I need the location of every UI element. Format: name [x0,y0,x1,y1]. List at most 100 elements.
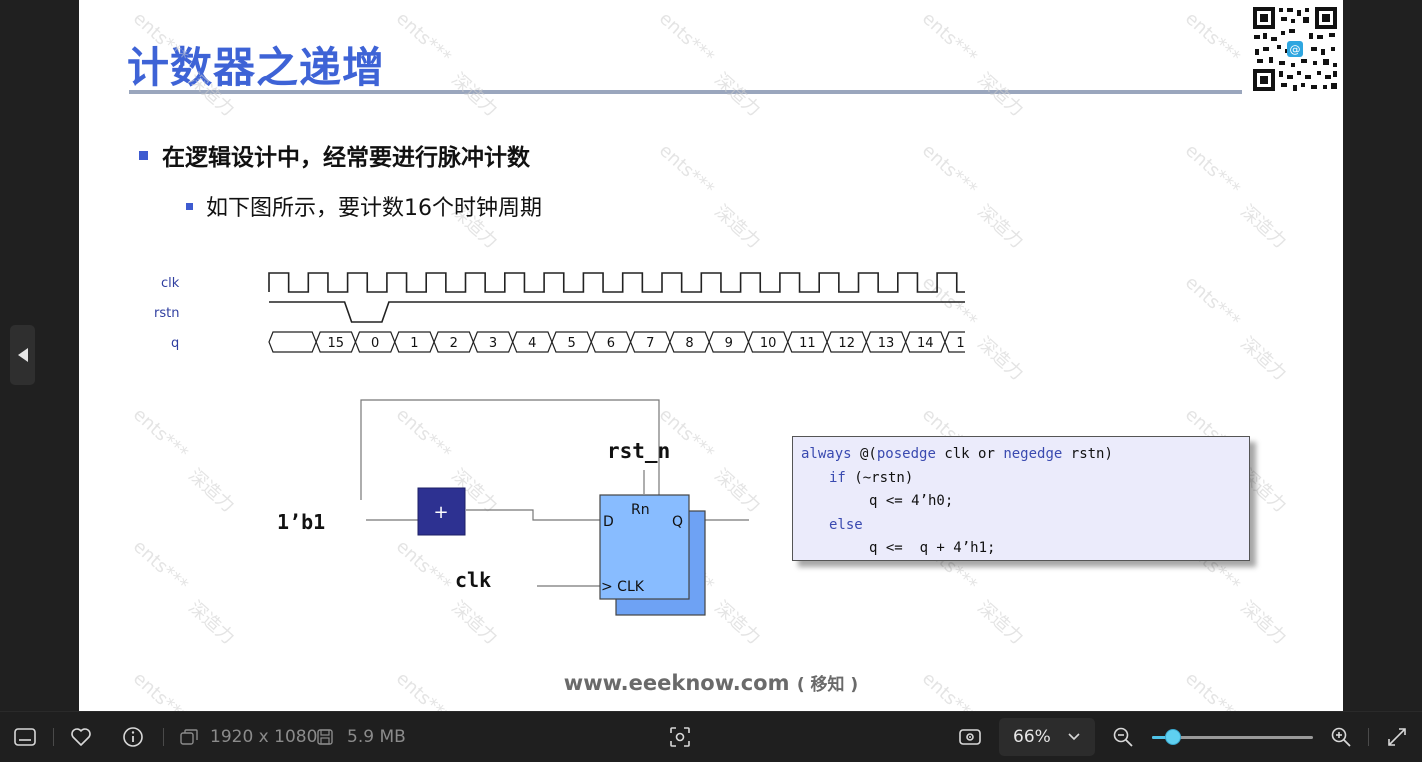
file-size: 5.9 MB [314,712,406,762]
scan-icon [669,726,691,748]
zoom-level-dropdown[interactable]: 66% [999,718,1095,756]
zoom-slider-fill [1152,736,1173,739]
ff-rn-pin: Rn [631,502,650,518]
fullscreen-button[interactable] [1386,712,1408,762]
caption-icon [14,726,36,748]
q-value-label: 11 [799,336,816,351]
q-value-label: 8 [685,336,693,351]
q-value-label: 10 [760,336,777,351]
code-line-5: q <= q + 4’h1; [869,540,996,556]
code-line-3: q <= 4’h0; [869,493,954,509]
q-value-label: 9 [725,336,733,351]
qr-code-image: @ [1251,5,1339,93]
watermark-text: 深造力 [1236,200,1291,253]
footer-site: www.eeeknow.com [563,671,790,695]
q-value-label: 14 [917,336,934,351]
zoom-level-text: 66% [1013,727,1051,747]
watermark-text: 深造力 [710,200,765,253]
watermark-text: ents*** [654,8,718,68]
adder-symbol: + [433,502,448,523]
q-value-label: 4 [528,336,536,351]
ff-clk-pin: > CLK [601,579,645,595]
q-value-label: 2 [450,336,458,351]
ff-q-pin: Q [672,514,683,530]
title-divider [129,90,1242,94]
image-dimensions: 1920 x 1080 [178,712,317,762]
const-input-label: 1’b1 [277,510,325,534]
save-icon [314,726,336,748]
watermark-text: 深造力 [973,332,1028,385]
clk-waveform [268,272,965,293]
watermark-text: 深造力 [1236,332,1291,385]
q-value-label: 6 [607,336,615,351]
watermark-text: ents*** [1180,140,1244,200]
viewer-toolbar: 1920 x 1080 5.9 MB 66% [0,711,1422,762]
watermark-text: ents*** [128,404,192,464]
code-line-4: else [829,516,863,533]
watermark-text: 深造力 [1236,596,1291,649]
q-bus-segment [268,331,317,353]
toolbar-divider [53,728,54,746]
fullscreen-icon [1386,726,1408,748]
bullet-square-icon [139,150,148,160]
code-line-2: if (~rstn) [829,469,914,486]
toolbar-divider [1368,728,1369,746]
prev-arrow-icon [17,348,28,362]
caption-button[interactable] [14,712,36,762]
watermark-text: ents*** [917,8,981,68]
info-button[interactable] [122,712,144,762]
zoom-out-icon [1112,726,1134,748]
actual-size-button[interactable] [959,712,981,762]
slide-footer: www.eeeknow.com ( 移知 ) [79,670,1343,695]
q-waveform: 150123456789101112131415 [268,331,965,353]
zoom-slider-thumb[interactable] [1164,729,1181,745]
q-value-label: 15 [956,336,965,351]
counter-schematic: + 1’b1 rst_n clk Rn D Q > CLK q [277,399,749,616]
ff-d-pin: D [603,514,614,530]
q-value-label: 5 [567,336,575,351]
q-value-label: 3 [489,336,497,351]
screen-icon [959,726,981,748]
q-value-label: 1 [410,336,418,351]
bullet-sub: 如下图所示，要计数16个时钟周期 [186,190,542,222]
zoom-in-icon [1330,726,1352,748]
watermark-text: ents*** [391,8,455,68]
previous-image-button[interactable] [10,325,35,385]
slide-title: 计数器之递增 [127,43,386,92]
slide-image: 计数器之递增 [79,0,1343,711]
zoom-in-button[interactable] [1330,712,1352,762]
timing-diagram: clk rstn q 150123456789101112131415 [154,272,965,353]
q-bus-segment [944,331,965,353]
watermark-text: ents*** [917,140,981,200]
watermark-text: 深造力 [973,596,1028,649]
toolbar-divider [163,728,164,746]
q-value-label: 0 [371,336,379,351]
q-value-label: 12 [838,336,855,351]
bullet-sub-text: 如下图所示，要计数16个时钟周期 [206,196,542,221]
file-size-text: 5.9 MB [347,727,406,747]
rstn-signal-label: rstn [154,306,179,321]
zoom-out-button[interactable] [1112,712,1134,762]
bullet-main-text: 在逻辑设计中，经常要进行脉冲计数 [162,145,530,171]
heart-icon [70,726,92,748]
info-icon [122,726,144,748]
code-line-1: always @(posedge clk or negedge rstn) [801,446,1113,462]
clk-input-label: clk [455,568,491,592]
q-signal-label: q [171,336,179,351]
q-value-label: 15 [328,336,345,351]
watermark-text: ents*** [128,536,192,596]
watermark-text: 深造力 [973,200,1028,253]
image-size-icon [178,726,200,748]
scan-button[interactable] [669,712,691,762]
rstn-waveform [269,301,965,323]
image-viewer: 计数器之递增 [10,0,1343,711]
zoom-slider[interactable] [1152,729,1313,745]
verilog-code-box: always @(posedge clk or negedge rstn) if… [792,436,1250,561]
chevron-down-icon [1067,726,1081,748]
footer-brand: ( 移知 ) [796,675,859,695]
watermark-text: ents*** [1180,272,1244,332]
image-dimensions-text: 1920 x 1080 [210,727,318,747]
svg-text:@: @ [1290,43,1301,56]
watermark-text: ents*** [1180,8,1244,68]
favorite-button[interactable] [70,712,92,762]
